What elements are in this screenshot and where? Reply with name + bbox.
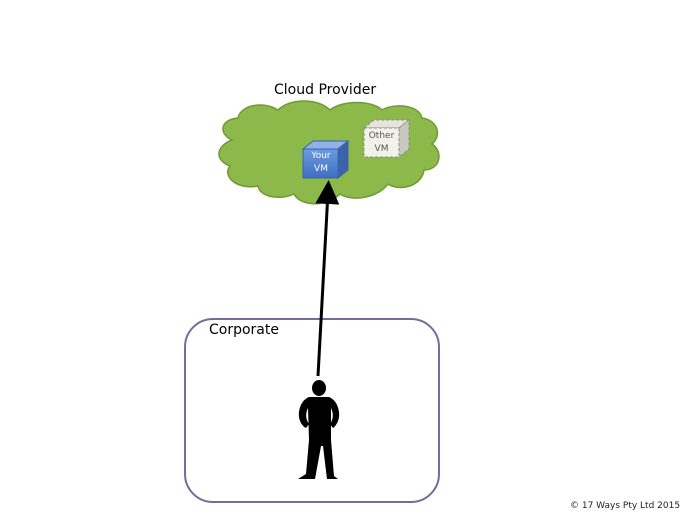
other-vm-label: Other VM: [364, 130, 399, 156]
other-vm-cube: [362, 118, 411, 159]
cloud-provider-label: Cloud Provider: [274, 82, 377, 98]
other-vm-label-line1: Other: [368, 131, 395, 141]
your-vm-cube: [301, 139, 350, 180]
person-icon: [298, 380, 340, 479]
other-vm-label-line2: VM: [374, 144, 389, 154]
connection-arrow: [315, 180, 340, 377]
your-vm-label-line2: VM: [314, 164, 328, 174]
your-vm-label-line1: Your: [311, 151, 331, 161]
your-vm-label: Your VM: [303, 150, 339, 176]
corporate-label: Corporate: [209, 322, 279, 338]
copyright-notice: © 17 Ways Pty Ltd 2015: [570, 501, 681, 511]
corporate-boundary: [184, 318, 440, 503]
